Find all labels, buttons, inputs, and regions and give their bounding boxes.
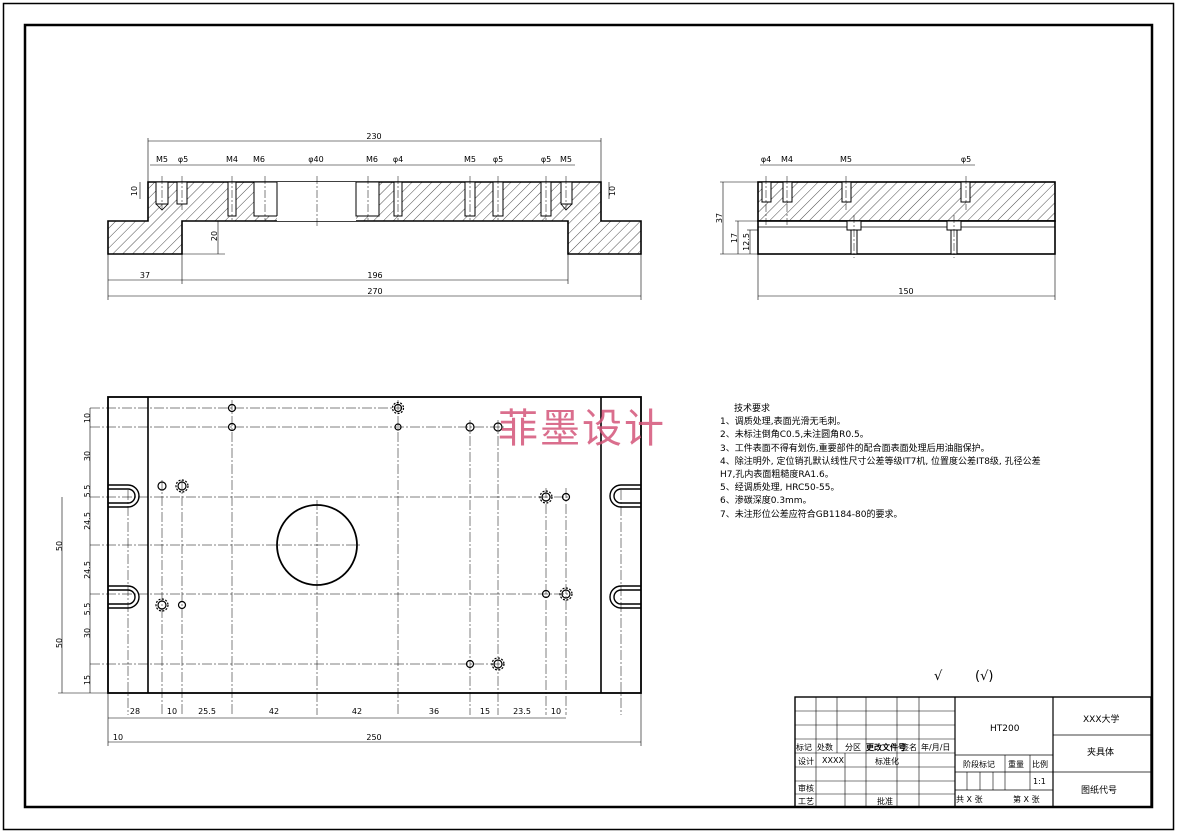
- hdr-docno: 更改文件号: [866, 743, 906, 752]
- x-dim: 10: [167, 707, 177, 716]
- dim-total: 270: [367, 287, 382, 296]
- y-dim: 30: [83, 628, 92, 638]
- x-dim: 42: [352, 707, 362, 716]
- scale-label: 比例: [1032, 760, 1048, 769]
- scale-value: 1:1: [1033, 777, 1046, 786]
- dim-side-height: 37: [715, 213, 724, 223]
- part-name: 夹具体: [1087, 748, 1115, 758]
- hole-label: φ5: [493, 155, 503, 164]
- front-section-view: 230 37 196 270 10 10 20 M5 φ5 M4 M6 φ40 …: [107, 132, 642, 300]
- dim-left-step: 37: [140, 271, 150, 280]
- y-dim: 10: [83, 413, 92, 423]
- y-dim-outer: 50: [55, 541, 64, 551]
- hole-label: M6: [366, 155, 378, 164]
- note-item: 5、经调质处理, HRC50-55。: [720, 483, 840, 494]
- sheet-number: 第 X 张: [1013, 795, 1040, 804]
- hole-label: φ4: [393, 155, 403, 164]
- top-plan-view: 28 10 25.5 42 42 36 15 23.5 10 10 250 10…: [55, 396, 642, 746]
- dim-side-width: 150: [898, 287, 913, 296]
- note-item: 4、除注明外, 定位销孔默认线性尺寸公差等级IT7机, 位置度公差IT8级, 孔…: [720, 456, 1041, 467]
- drawing-number: 图纸代号: [1081, 786, 1118, 796]
- hole-label: M5: [464, 155, 476, 164]
- x-dim: 23.5: [513, 707, 531, 716]
- y-dim: 15: [83, 675, 92, 685]
- dim-side-17: 17: [730, 233, 739, 243]
- weight-label: 重量: [1008, 760, 1024, 769]
- note-item: 7、未注形位公差应符合GB1184-80的要求。: [720, 509, 903, 520]
- standard-label: 标准化: [875, 757, 899, 766]
- x-dim: 10: [551, 707, 561, 716]
- dim-depth-left: 10: [130, 186, 139, 196]
- hdr-date: 年/月/日: [921, 743, 951, 752]
- hdr-sign: 签名: [901, 743, 917, 752]
- hdr-count: 处数: [817, 743, 833, 752]
- process-label: 工艺: [798, 797, 814, 806]
- note-item: 2、未标注倒角C0.5,未注圆角R0.5。: [720, 430, 869, 441]
- dim-pocket: 20: [210, 231, 219, 241]
- hdr-mark: 标记: [796, 743, 812, 752]
- title-block: [794, 696, 1152, 808]
- stage-label: 阶段标记: [963, 760, 995, 769]
- front-hole-labels: M5 φ5 M4 M6 φ40 M6 φ4 M5 φ5 φ5 M5: [156, 155, 572, 164]
- side-hole-label: M5: [840, 155, 852, 164]
- sheets-total: 共 X 张: [956, 795, 983, 804]
- school-name: XXX大学: [1083, 715, 1120, 725]
- side-hole-label: M4: [781, 155, 793, 164]
- side-hole-label: φ5: [961, 155, 971, 164]
- dim-span: 196: [367, 271, 382, 280]
- x-dim: 15: [480, 707, 490, 716]
- y-dim-outer: 50: [55, 638, 64, 648]
- designer-label: 设计: [798, 757, 814, 766]
- designer-name: XXXX: [822, 756, 844, 765]
- x-dim: 28: [130, 707, 140, 716]
- inner-border: [23, 23, 1154, 809]
- top-y-dims: 10 30 5.5 24.5 24.5 5.5 30 15 50 50: [55, 413, 92, 685]
- y-dim: 24.5: [83, 561, 92, 579]
- note-item: H7,孔内表面粗糙度RA1.6。: [720, 470, 834, 481]
- side-hole-label: φ4: [761, 155, 771, 164]
- material: HT200: [990, 724, 1020, 734]
- x-dim: 10: [113, 733, 123, 742]
- dim-overall-top: 230: [366, 132, 381, 141]
- roughness-symbol-paren: (√): [975, 669, 994, 684]
- hole-label: M6: [253, 155, 265, 164]
- roughness-symbol: √: [934, 669, 943, 684]
- dim-side-125: 12.5: [742, 233, 751, 251]
- y-dim: 24.5: [83, 512, 92, 530]
- note-item: 6、渗碳深度0.3mm。: [720, 496, 812, 507]
- y-dim: 5.5: [83, 485, 92, 498]
- top-x-dims: 28 10 25.5 42 42 36 15 23.5 10 10 250: [113, 707, 561, 742]
- x-dim: 36: [429, 707, 439, 716]
- hole-label: M5: [560, 155, 572, 164]
- x-dim: 250: [366, 733, 381, 742]
- y-dim: 30: [83, 451, 92, 461]
- hole-label: φ5: [541, 155, 551, 164]
- note-item: 3、工件表面不得有划伤,重要部件的配合面表面处理后用油脂保护。: [720, 443, 990, 454]
- note-item: 1、调质处理,表面光滑无毛刺。: [720, 417, 846, 428]
- side-section-view: 150 37 17 12.5 φ4 M4 M5 φ5: [715, 155, 1056, 300]
- x-dim: 25.5: [198, 707, 216, 716]
- hdr-zone: 分区: [845, 743, 861, 752]
- technical-requirements: 技术要求 1、调质处理,表面光滑无毛刺。 2、未标注倒角C0.5,未注圆角R0.…: [720, 403, 1041, 522]
- hole-label: φ5: [178, 155, 188, 164]
- approve-label: 批准: [877, 797, 893, 806]
- y-dim: 5.5: [83, 603, 92, 616]
- hole-label: M5: [156, 155, 168, 164]
- watermark: 菲墨设计: [498, 406, 666, 452]
- x-dim: 42: [269, 707, 279, 716]
- review-label: 审核: [798, 784, 814, 793]
- notes-title: 技术要求: [734, 404, 771, 414]
- hole-label: φ40: [308, 155, 323, 164]
- dim-depth-right: 10: [608, 186, 617, 196]
- hole-label: M4: [226, 155, 238, 164]
